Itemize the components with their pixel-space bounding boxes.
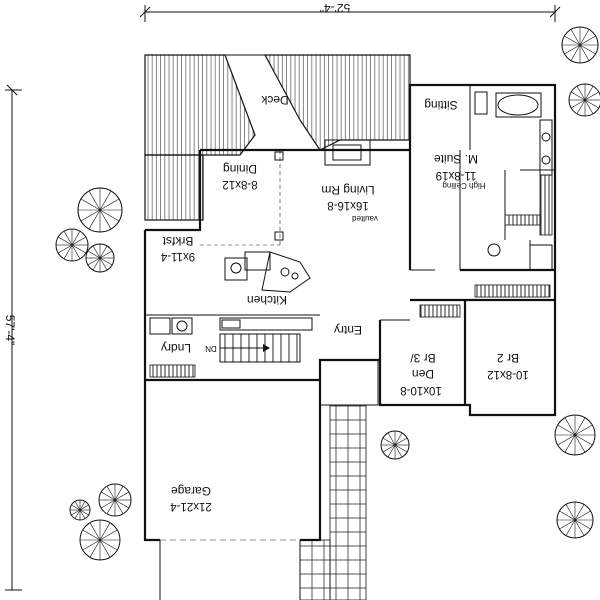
br3-size: 10x10-8 [400,384,442,396]
fireplace [324,139,371,166]
brkfst-size: 9x11-4 [160,250,195,262]
closet-shelving [419,304,461,318]
closet-shelving [474,284,551,298]
msuite-size: 11-8x19 [436,169,477,181]
deck-area [144,54,411,221]
living-size: 16x16-8 [327,199,369,211]
closet-shelving [504,214,541,226]
msuite-label: M. Suite [434,152,478,166]
dimension-top: 52'-4" [139,1,561,22]
br3-label: Br 3/ [410,351,436,365]
br3-label-line2: Den [412,367,434,381]
overall-depth-label: 57'-4" [3,315,17,346]
tree-icon [556,501,594,539]
br2-label: Br 2 [497,351,519,365]
tree-icon [561,26,599,64]
master-bath-fixtures [474,91,553,271]
laundry-label: Lndry [161,341,191,355]
tree-icon [77,187,123,233]
msuite-note: High Ceiling [442,181,485,190]
garage-label: Garage [171,484,211,498]
walkway-step [299,539,331,600]
laundry-appliances [149,317,196,378]
dining-label: Dining [223,162,257,176]
tree-icon [69,499,91,521]
landscape-trees [55,26,600,561]
dimension-left: 57'-4" [3,84,22,591]
entry-porch [319,359,379,406]
column [274,231,284,241]
stairs-down [219,333,301,363]
br2-size: 10-8x12 [487,368,529,380]
living-note: vaulted [352,214,378,223]
garage-size: 21x21-4 [170,500,212,512]
tree-icon [568,83,600,117]
walkway [329,404,367,600]
kitchen-counters [219,251,313,331]
tree-icon [554,414,596,456]
column [274,151,284,161]
brkfst-label: Brkfst [162,234,193,248]
tree-icon [79,519,121,561]
sitting-label: Sitting [424,98,457,112]
closet-shelving [539,174,553,236]
kitchen-label: Kitchen [247,293,287,307]
deck-label: Deck [260,93,288,107]
dining-size: 8-8x12 [222,178,257,190]
tree-icon [98,483,132,517]
stairs-label: DN [205,344,217,353]
entry-label: Entry [334,323,362,337]
overall-width-label: 52'-4" [320,1,351,15]
tree-icon [85,243,115,273]
tree-icon [55,228,89,262]
living-label: Living Rm [321,183,374,197]
tree-icon [380,430,410,460]
